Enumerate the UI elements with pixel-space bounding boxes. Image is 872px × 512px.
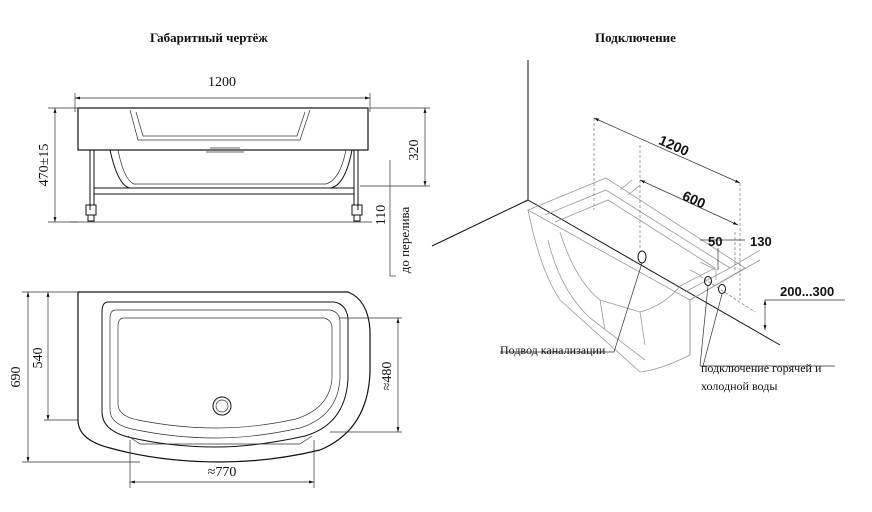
dim-width-inner-label: 540 — [31, 348, 46, 369]
dim-height-total-label: 470±15 — [37, 144, 52, 187]
drain-label: Подвод канализации — [500, 343, 606, 357]
heading-dimensional-drawing: Габаритный чертёж — [150, 30, 268, 45]
water-label-line1: подключение горячей и — [701, 361, 822, 375]
dim-inner-depth-label: ≈480 — [380, 362, 395, 391]
cold-water-inlet-icon — [718, 284, 726, 294]
conn-offset-50-label: 50 — [708, 234, 722, 249]
dim-overflow-note: до перелива — [397, 207, 412, 274]
heading-connection: Подключение — [595, 30, 676, 45]
tub-side-body — [77, 107, 369, 151]
dim-inner-length-label: ≈770 — [208, 465, 237, 480]
connection-view: 1200 600 50 130 200...300 Подвод канализ… — [431, 60, 845, 393]
hot-water-inlet-icon — [704, 276, 712, 286]
dim-length-label: 1200 — [208, 75, 236, 90]
drain-hole-icon — [212, 396, 232, 416]
side-view: 1200 470±15 — [37, 75, 430, 277]
tub-top-outline — [77, 291, 371, 463]
conn-offset-130-label: 130 — [750, 234, 772, 249]
top-view: 690 540 ≈480 ≈770 — [9, 291, 402, 488]
dim-overflow-label: 110 — [374, 205, 389, 225]
dim-height-tub-label: 320 — [407, 140, 422, 161]
conn-half-length-label: 600 — [680, 187, 708, 211]
drain-connection-icon — [637, 250, 647, 264]
conn-length-label: 1200 — [657, 132, 692, 159]
dim-width-total-label: 690 — [9, 367, 24, 388]
conn-pipe-height-label: 200...300 — [780, 284, 834, 299]
water-label-line2: холодной воды — [701, 379, 777, 393]
